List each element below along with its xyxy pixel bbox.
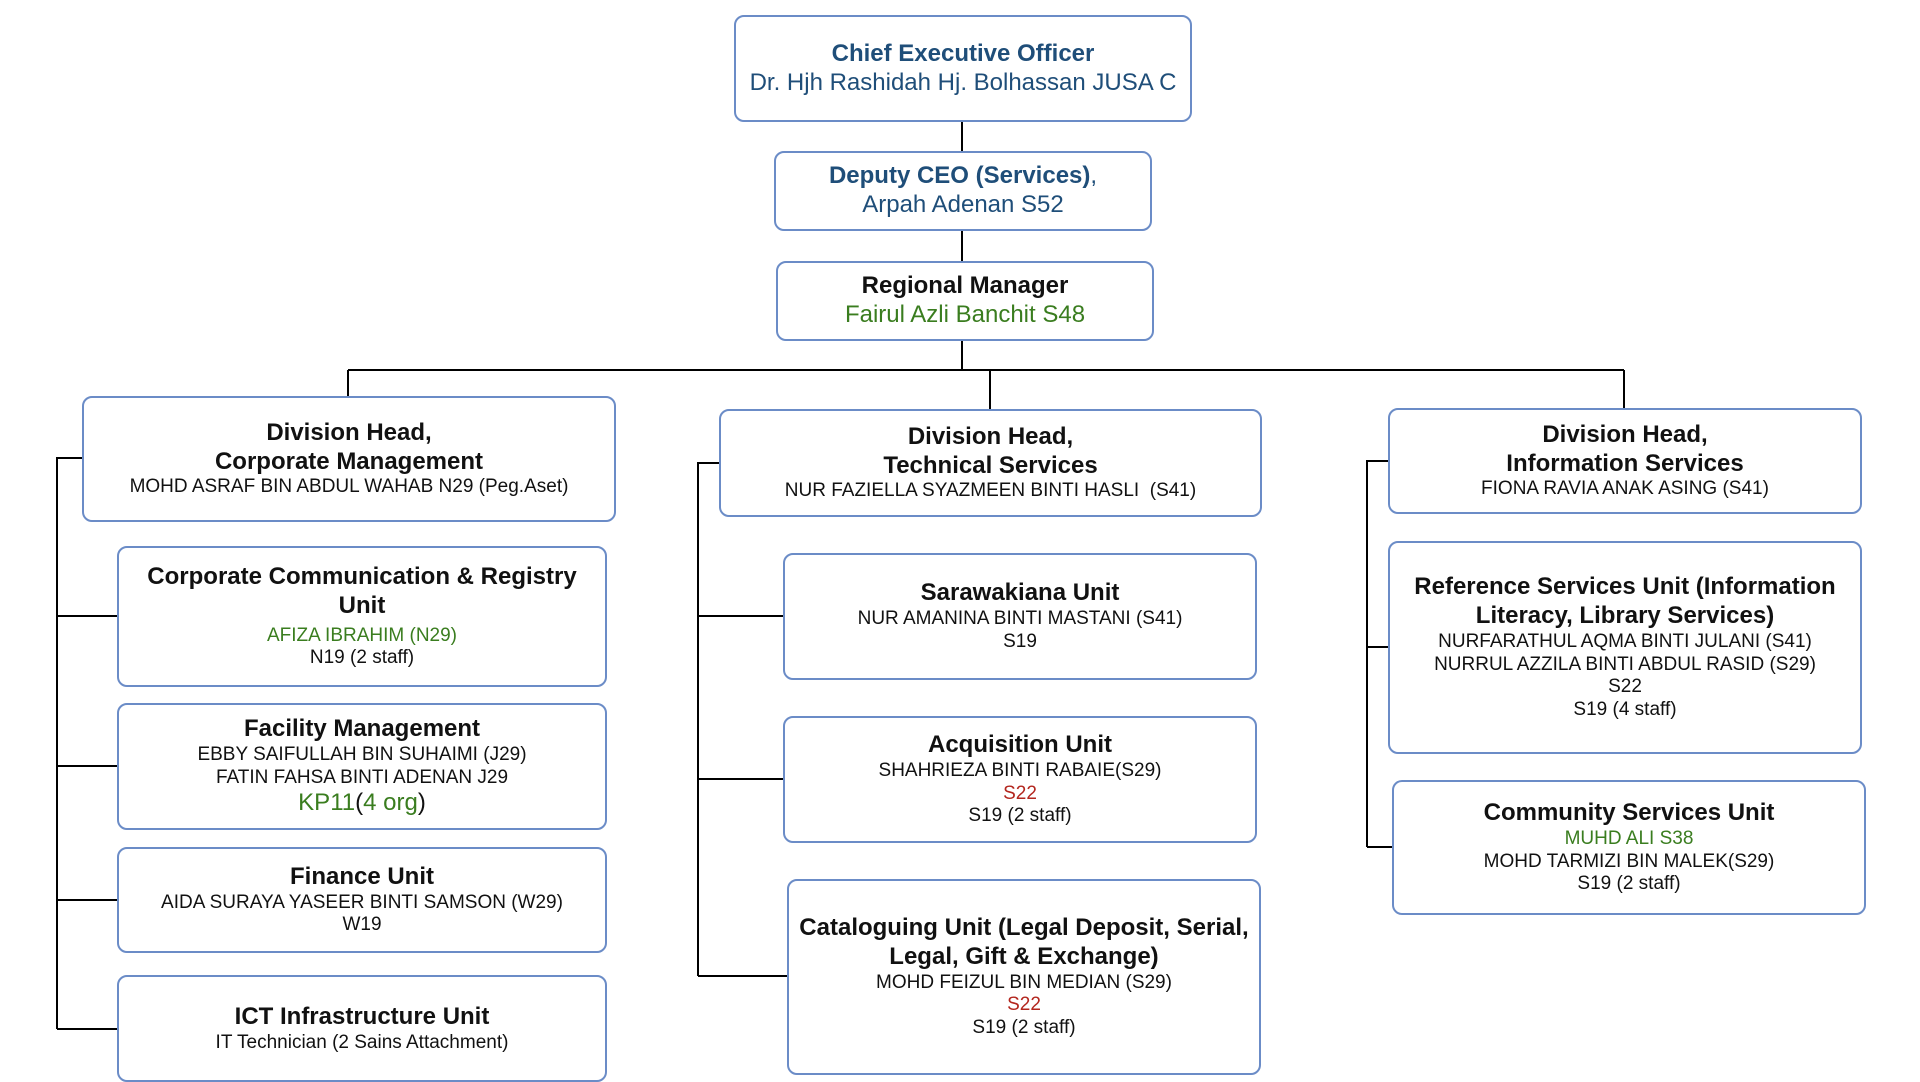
- reference-name-3: S22: [1608, 676, 1642, 698]
- reference-name-2: NURRUL AZZILA BINTI ABDUL RASID (S29): [1434, 653, 1816, 675]
- acquisition-name-1: SHAHRIEZA BINTI RABAIE(S29): [878, 759, 1162, 781]
- facility-management-box: Facility Management EBBY SAIFULLAH BIN S…: [117, 703, 607, 830]
- corporate-division-head-box: Division Head, Corporate Management MOHD…: [82, 396, 616, 522]
- facility-paren-open: (: [355, 789, 364, 817]
- technical-head-title-2: Technical Services: [883, 451, 1098, 479]
- facility-title: Facility Management: [243, 714, 481, 742]
- corporate-head-title-1: Division Head,: [266, 418, 432, 446]
- cataloguing-unit-box: Cataloguing Unit (Legal Deposit, Serial,…: [787, 879, 1261, 1075]
- cataloguing-title-1: Cataloguing Unit (Legal Deposit, Serial,: [799, 914, 1249, 941]
- cataloguing-name-2: S22: [1007, 994, 1041, 1016]
- corporate-head-name: MOHD ASRAF BIN ABDUL WAHAB N29 (Peg.Aset…: [129, 476, 569, 498]
- finance-title: Finance Unit: [289, 862, 434, 890]
- community-services-unit-box: Community Services Unit MUHD ALI S38 MOH…: [1392, 780, 1866, 915]
- information-head-title-1: Division Head,: [1542, 420, 1708, 448]
- deputy-ceo-title-comma: ,: [1090, 162, 1098, 190]
- acquisition-title: Acquisition Unit: [928, 730, 1112, 758]
- deputy-ceo-box: Deputy CEO (Services), Arpah Adenan S52: [774, 151, 1152, 231]
- ict-name-1: IT Technician (2 Sains Attachment): [215, 1031, 509, 1053]
- ict-infrastructure-unit-box: ICT Infrastructure Unit IT Technician (2…: [117, 975, 607, 1082]
- technical-division-head-box: Division Head, Technical Services NUR FA…: [719, 409, 1262, 517]
- cataloguing-name-3: S19 (2 staff): [972, 1017, 1076, 1039]
- technical-head-title-1: Division Head,: [907, 422, 1074, 450]
- finance-name-1: AIDA SURAYA YASEER BINTI SAMSON (W29): [161, 891, 563, 913]
- deputy-ceo-name: Arpah Adenan S52: [862, 191, 1064, 218]
- cataloguing-name-1: MOHD FEIZUL BIN MEDIAN (S29): [876, 971, 1172, 993]
- reference-name-1: NURFARATHUL AQMA BINTI JULANI (S41): [1438, 630, 1812, 652]
- reference-services-unit-box: Reference Services Unit (Information Lit…: [1388, 541, 1862, 754]
- acquisition-name-2: S22: [1003, 782, 1037, 804]
- community-name-1: MUHD ALI S38: [1564, 827, 1694, 849]
- ceo-box: Chief Executive Officer Dr. Hjh Rashidah…: [734, 15, 1192, 122]
- reference-title-2: Literacy, Library Services): [1475, 601, 1775, 629]
- acquisition-unit-box: Acquisition Unit SHAHRIEZA BINTI RABAIE(…: [783, 716, 1257, 843]
- reference-name-4: S19 (4 staff): [1573, 699, 1677, 721]
- facility-name-1: EBBY SAIFULLAH BIN SUHAIMI (J29): [197, 743, 527, 765]
- sarawakiana-title: Sarawakiana Unit: [920, 579, 1120, 607]
- connector-information-spine: [1366, 460, 1388, 847]
- facility-name-2: FATIN FAHSA BINTI ADENAN J29: [215, 766, 509, 788]
- ceo-title: Chief Executive Officer: [831, 39, 1095, 67]
- cataloguing-title-2: Legal, Gift & Exchange): [889, 942, 1159, 970]
- regional-manager-name: Fairul Azli Banchit S48: [844, 301, 1086, 328]
- acquisition-name-3: S19 (2 staff): [968, 805, 1072, 827]
- sarawakiana-name-1: NUR AMANINA BINTI MASTANI (S41): [857, 608, 1183, 630]
- ccr-title-1: Corporate Communication & Registry: [147, 562, 577, 590]
- finance-name-2: W19: [342, 914, 382, 936]
- finance-unit-box: Finance Unit AIDA SURAYA YASEER BINTI SA…: [117, 847, 607, 953]
- reference-title-1: Reference Services Unit (Information: [1414, 573, 1836, 601]
- ceo-name: Dr. Hjh Rashidah Hj. Bolhassan JUSA C: [749, 68, 1177, 96]
- connector-corporate-spine: [56, 457, 82, 1029]
- ccr-title-2: Unit: [338, 591, 386, 619]
- facility-paren-close: ): [417, 789, 426, 817]
- community-name-3: S19 (2 staff): [1577, 873, 1681, 895]
- ccr-name-1: AFIZA IBRAHIM (N29): [266, 624, 458, 646]
- regional-manager-title: Regional Manager: [861, 272, 1069, 300]
- information-head-title-2: Information Services: [1506, 449, 1744, 477]
- deputy-ceo-title: Deputy CEO (Services): [828, 162, 1091, 190]
- information-head-name: FIONA RAVIA ANAK ASING (S41): [1481, 478, 1769, 500]
- technical-head-name: NUR FAZIELLA SYAZMEEN BINTI HASLI (S41): [784, 480, 1197, 502]
- sarawakiana-unit-box: Sarawakiana Unit NUR AMANINA BINTI MASTA…: [783, 553, 1257, 680]
- corporate-head-title-2: Corporate Management: [214, 447, 484, 475]
- facility-kp-count: 4 org: [363, 789, 418, 817]
- information-division-head-box: Division Head, Information Services FION…: [1388, 408, 1862, 514]
- facility-kp: KP11: [298, 789, 356, 817]
- community-title: Community Services Unit: [1483, 798, 1775, 826]
- ict-title: ICT Infrastructure Unit: [234, 1002, 490, 1030]
- corporate-communication-registry-unit-box: Corporate Communication & Registry Unit …: [117, 546, 607, 687]
- community-name-2: MOHD TARMIZI BIN MALEK(S29): [1483, 850, 1775, 872]
- regional-manager-box: Regional Manager Fairul Azli Banchit S48: [776, 261, 1154, 341]
- sarawakiana-name-2: S19: [1003, 630, 1037, 652]
- ccr-name-2: N19 (2 staff): [309, 647, 415, 669]
- connector-technical-spine: [697, 462, 719, 976]
